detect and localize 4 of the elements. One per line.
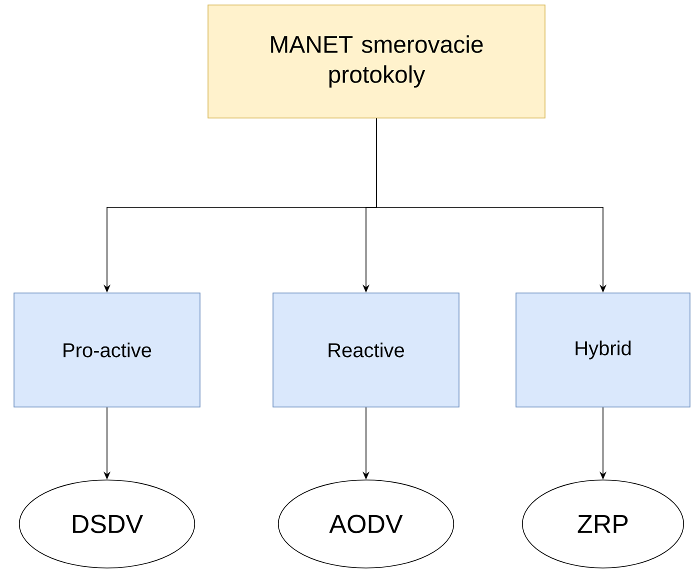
title-box: MANET smerovacie protokoly	[208, 4, 546, 118]
category-box: Reactive	[272, 292, 460, 408]
category-box: Hybrid	[516, 292, 690, 408]
category-box: Pro-active	[14, 292, 200, 408]
